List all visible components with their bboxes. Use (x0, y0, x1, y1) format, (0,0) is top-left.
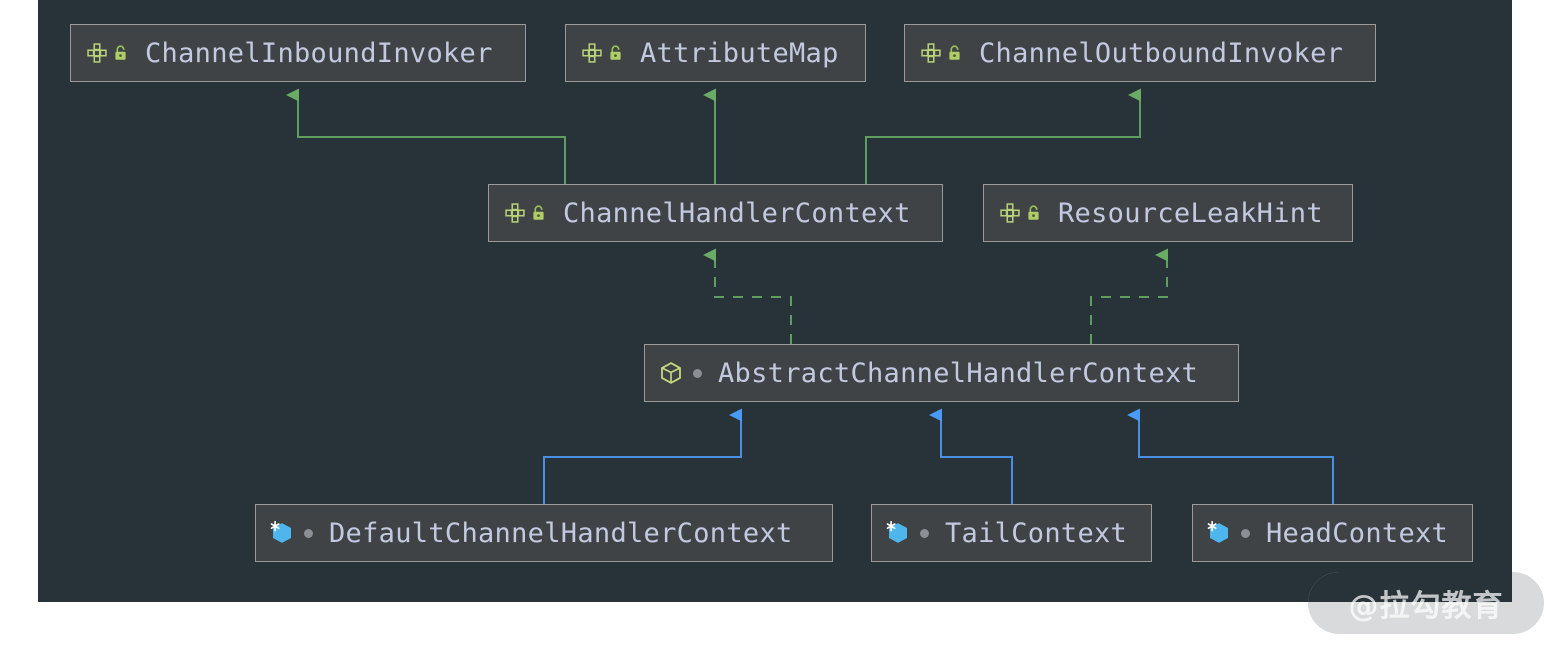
edge-tail-to-abstract (929, 408, 1013, 504)
diagram-canvas: ChannelInboundInvoker (38, 0, 1512, 602)
edge-abstract-to-chc (703, 248, 792, 344)
node-head-context[interactable]: HeadContext (1192, 504, 1473, 562)
node-label: ChannelOutboundInvoker (979, 37, 1344, 69)
node-label: ResourceLeakHint (1058, 197, 1323, 229)
interface-icon (580, 41, 604, 65)
lock-icon (530, 201, 547, 225)
interface-icon (85, 41, 109, 65)
node-resource-leak-hint[interactable]: ResourceLeakHint (983, 184, 1353, 242)
interface-icon (998, 201, 1022, 225)
node-channel-inbound-invoker[interactable]: ChannelInboundInvoker (70, 24, 526, 82)
node-channel-outbound-invoker[interactable]: ChannelOutboundInvoker (904, 24, 1376, 82)
node-label: AttributeMap (640, 37, 839, 69)
lock-icon (946, 41, 963, 65)
node-tail-context[interactable]: TailContext (871, 504, 1152, 562)
modifier-dot-icon (1241, 528, 1250, 538)
watermark-text: @拉勾教育 (1348, 589, 1504, 624)
edge-default-to-abstract (543, 408, 742, 504)
lock-icon (607, 41, 624, 65)
edge-head-to-abstract (1127, 408, 1334, 504)
interface-icon (503, 201, 527, 225)
node-label: TailContext (945, 517, 1128, 549)
final-class-icon (886, 521, 910, 545)
lock-icon (1025, 201, 1042, 225)
modifier-dot-icon (920, 528, 929, 538)
node-label: HeadContext (1266, 517, 1449, 549)
interface-icon (919, 41, 943, 65)
abstract-class-icon (659, 361, 683, 385)
node-attribute-map[interactable]: AttributeMap (565, 24, 866, 82)
edge-chc-to-inbound (286, 88, 566, 184)
watermark-canvas-overlap (1308, 572, 1512, 602)
node-label: DefaultChannelHandlerContext (329, 517, 793, 549)
edge-chc-to-outbound (865, 88, 1141, 184)
modifier-dot-icon (304, 528, 313, 538)
node-label: ChannelHandlerContext (563, 197, 911, 229)
lock-icon (112, 41, 129, 65)
node-channel-handler-context[interactable]: ChannelHandlerContext (488, 184, 943, 242)
node-label: ChannelInboundInvoker (145, 37, 493, 69)
modifier-dot-icon (693, 368, 702, 378)
final-class-icon (1207, 521, 1231, 545)
final-class-icon (270, 521, 294, 545)
node-label: AbstractChannelHandlerContext (718, 357, 1199, 389)
node-default-channel-handler-context[interactable]: DefaultChannelHandlerContext (255, 504, 833, 562)
node-abstract-channel-handler-context[interactable]: AbstractChannelHandlerContext (644, 344, 1239, 402)
watermark: @拉勾教育 (1308, 572, 1544, 634)
edge-abstract-to-leakhint (1090, 248, 1168, 344)
